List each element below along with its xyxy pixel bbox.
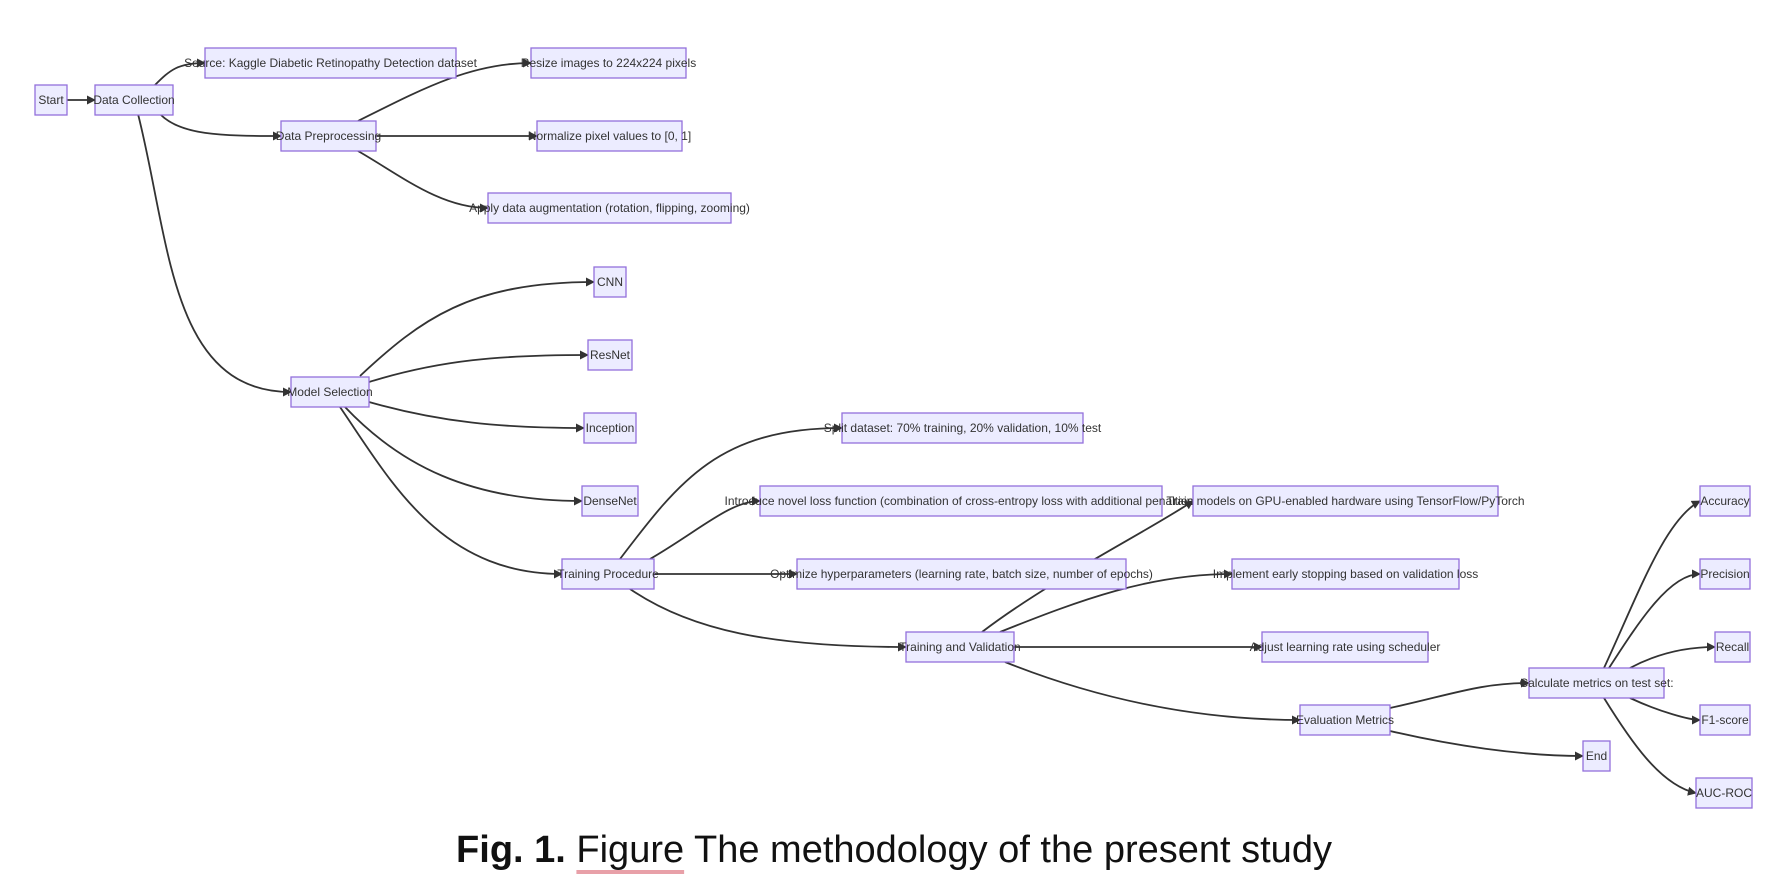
edge-model-selection-to-densenet — [344, 406, 583, 506]
edge-training-procedure-to-novel-loss — [649, 496, 761, 560]
edge-data-collection-to-source — [154, 58, 206, 86]
edge-calculate-to-f1 — [1629, 697, 1701, 725]
node-adjust-learning-rate: Adjust learning rate using scheduler — [1250, 631, 1441, 663]
methodology-flowchart: Start Data Collection Source: Kaggle Dia… — [34, 47, 1753, 809]
node-auc-roc: AUC-ROC — [1695, 777, 1753, 809]
node-early-stopping: Implement early stopping based on valida… — [1213, 558, 1479, 590]
nodes: Start Data Collection Source: Kaggle Dia… — [34, 47, 1753, 809]
node-label: ResNet — [590, 348, 631, 362]
node-label: Inception — [586, 421, 635, 435]
node-label: Model Selection — [287, 385, 372, 399]
edge-calculate-to-precision — [1608, 569, 1701, 669]
figure-word: Figure — [576, 829, 685, 871]
edge-training-procedure-to-training-validation — [629, 588, 907, 652]
node-label: Training Procedure — [557, 567, 659, 581]
node-label: Optimize hyperparameters (learning rate,… — [770, 567, 1153, 581]
node-label: Adjust learning rate using scheduler — [1250, 640, 1441, 654]
node-label: Data Collection — [93, 93, 174, 107]
node-training-validation: Training and Validation — [899, 631, 1021, 663]
node-model-selection: Model Selection — [287, 376, 373, 408]
node-normalize: Normalize pixel values to [0, 1] — [528, 120, 691, 152]
edge-model-selection-to-resnet — [368, 350, 589, 383]
node-training-procedure: Training Procedure — [557, 558, 659, 590]
edge-evaluation-to-end — [1389, 730, 1584, 761]
node-label: Evaluation Metrics — [1296, 713, 1394, 727]
node-label: Start — [38, 93, 64, 107]
node-data-collection: Data Collection — [93, 84, 175, 116]
node-label: Implement early stopping based on valida… — [1213, 567, 1479, 581]
node-accuracy: Accuracy — [1699, 485, 1751, 517]
node-label: DenseNet — [583, 494, 637, 508]
figure-label: Fig. 1. — [456, 829, 566, 871]
node-resnet: ResNet — [587, 339, 633, 371]
edge-training-validation-to-early-stopping — [999, 569, 1233, 633]
node-precision: Precision — [1699, 558, 1751, 590]
node-data-preprocessing: Data Preprocessing — [276, 120, 381, 152]
node-optimize-hyperparameters: Optimize hyperparameters (learning rate,… — [770, 558, 1153, 590]
node-label: Training and Validation — [899, 640, 1020, 654]
node-label: Introduce novel loss function (combinati… — [725, 494, 1198, 508]
edge-training-validation-to-train-models — [981, 500, 1194, 633]
node-calculate-metrics: Calculate metrics on test set: — [1519, 667, 1674, 699]
node-label: Source: Kaggle Diabetic Retinopathy Dete… — [184, 56, 478, 70]
node-label: Data Preprocessing — [276, 129, 381, 143]
node-source: Source: Kaggle Diabetic Retinopathy Dete… — [184, 47, 478, 79]
node-evaluation-metrics: Evaluation Metrics — [1296, 704, 1394, 736]
edge-preprocessing-to-resize — [357, 58, 532, 122]
node-cnn: CNN — [593, 266, 627, 298]
node-resize: Resize images to 224x224 pixels — [521, 47, 696, 79]
edge-calculate-to-aucroc — [1603, 697, 1697, 796]
edge-calculate-to-accuracy — [1603, 500, 1701, 669]
node-start: Start — [34, 84, 68, 116]
node-label: Train models on GPU-enabled hardware usi… — [1166, 494, 1524, 508]
edge-model-selection-to-inception — [368, 401, 585, 433]
node-densenet: DenseNet — [581, 485, 639, 517]
edge-calculate-to-recall — [1629, 642, 1716, 669]
node-augmentation: Apply data augmentation (rotation, flipp… — [469, 192, 750, 224]
figure-caption: Fig. 1. Figure The methodology of the pr… — [0, 820, 1788, 880]
node-end: End — [1582, 740, 1611, 772]
node-split-dataset: Split dataset: 70% training, 20% validat… — [824, 412, 1102, 444]
node-label: Calculate metrics on test set: — [1519, 676, 1673, 690]
edges — [67, 58, 1716, 796]
node-label: CNN — [597, 275, 623, 289]
edge-training-procedure-to-split — [619, 423, 843, 560]
edge-preprocessing-to-augmentation — [357, 150, 489, 213]
node-label: Resize images to 224x224 pixels — [521, 56, 696, 70]
node-recall: Recall — [1714, 631, 1751, 663]
node-label: Recall — [1716, 640, 1749, 654]
node-label: Precision — [1700, 567, 1749, 581]
edge-training-validation-to-evaluation — [1004, 661, 1301, 725]
node-label: Accuracy — [1700, 494, 1749, 508]
node-label: Split dataset: 70% training, 20% validat… — [824, 421, 1102, 435]
node-label: AUC-ROC — [1696, 786, 1752, 800]
edge-evaluation-to-calculate — [1389, 678, 1530, 709]
edge-model-selection-to-training-procedure — [339, 406, 563, 579]
node-inception: Inception — [583, 412, 637, 444]
node-label: F1-score — [1701, 713, 1749, 727]
node-novel-loss: Introduce novel loss function (combinati… — [725, 485, 1198, 517]
edge-model-selection-to-cnn — [359, 277, 595, 377]
node-label: Normalize pixel values to [0, 1] — [528, 129, 691, 143]
figure-caption-text: The methodology of the present study — [694, 829, 1332, 871]
node-label: Apply data augmentation (rotation, flipp… — [469, 201, 750, 215]
node-train-models: Train models on GPU-enabled hardware usi… — [1166, 485, 1525, 517]
edge-data-collection-to-preprocessing — [159, 113, 282, 141]
node-f1-score: F1-score — [1699, 704, 1751, 736]
edge-data-collection-to-model-selection — [137, 113, 292, 397]
node-label: End — [1586, 749, 1607, 763]
